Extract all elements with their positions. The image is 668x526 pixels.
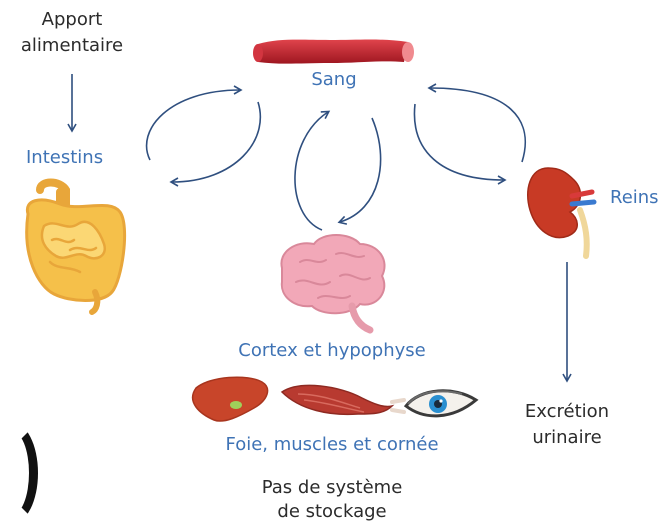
foie-muscles-cornee-label: Foie, muscles et cornée: [225, 433, 438, 457]
excretion-label-line2: urinaire: [532, 426, 601, 450]
muscle-icon: [282, 385, 404, 414]
reins-label: Reins: [610, 186, 659, 210]
excretion-label-line1: Excrétion: [525, 400, 609, 424]
kidney-icon: [528, 168, 594, 256]
sang-label: Sang: [311, 68, 356, 92]
arrow-sang-to-reins: [414, 104, 504, 180]
intestine-icon: [27, 183, 125, 313]
blood-vessel-icon: [253, 40, 414, 64]
apport-label-line1: Apport: [42, 8, 103, 32]
intestins-label: Intestins: [26, 146, 103, 170]
stockage-label-line2: de stockage: [277, 500, 386, 524]
liver-icon: [193, 377, 268, 421]
arrow-sang-to-intestins: [172, 102, 260, 182]
arrow-reins-to-sang: [430, 88, 525, 162]
arrow-cortex-to-sang: [295, 112, 328, 230]
cortex-label: Cortex et hypophyse: [238, 339, 425, 363]
apport-label-line2: alimentaire: [21, 34, 123, 58]
brain-icon: [281, 235, 384, 330]
arrow-sang-to-cortex: [340, 118, 381, 222]
arrow-intestins-to-sang: [147, 90, 240, 160]
eye-icon: [406, 391, 476, 416]
stockage-label-line1: Pas de système: [262, 476, 403, 500]
